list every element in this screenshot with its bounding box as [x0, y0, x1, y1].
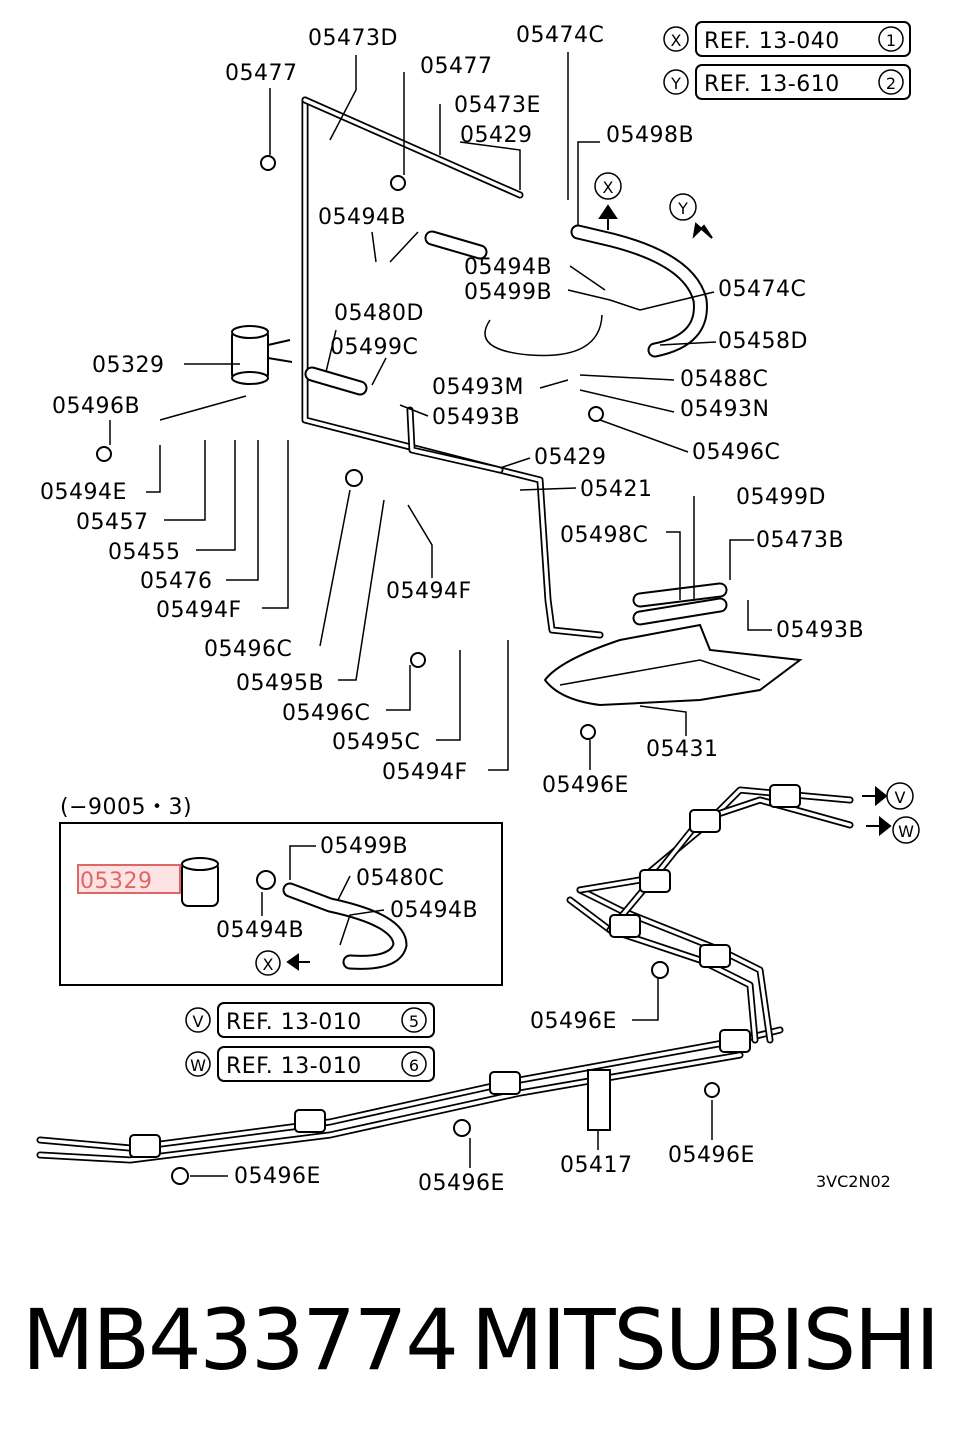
label-05499B[interactable]: 05499B: [464, 280, 552, 305]
label-05494B-inset[interactable]: 05494B: [390, 898, 478, 923]
label-05457[interactable]: 05457: [76, 510, 149, 535]
highlighted-part-number: 05329: [80, 869, 153, 894]
fuel-pipes-lower: [36, 786, 854, 1164]
label-05458D[interactable]: 05458D: [718, 329, 808, 354]
label-05473D[interactable]: 05473D: [308, 26, 398, 51]
label-05498B[interactable]: 05498B: [606, 123, 694, 148]
label-05495B[interactable]: 05495B: [236, 671, 324, 696]
label-05496E-d[interactable]: 05496E: [668, 1143, 755, 1168]
label-05499D[interactable]: 05499D: [736, 485, 826, 510]
ref-w-num: 6: [409, 1056, 419, 1075]
label-05496E-e[interactable]: 05496E: [234, 1164, 321, 1189]
label-05496C[interactable]: 05496C: [692, 440, 780, 465]
inset-box: (−9005・3) 05329 X: [59, 795, 503, 986]
label-05499C[interactable]: 05499C: [330, 335, 418, 360]
label-05429[interactable]: 05429: [460, 123, 533, 148]
ref-x-num: 1: [886, 31, 896, 50]
leader-lines: [109, 52, 772, 1177]
part-labels: 05473D 05474C 05477 05477 05473E 05429 0…: [40, 23, 891, 1196]
label-05473E[interactable]: 05473E: [454, 93, 541, 118]
label-05496E-c[interactable]: 05496E: [418, 1171, 505, 1196]
label-05494B[interactable]: 05494B: [318, 205, 406, 230]
ref-x-letter: X: [671, 31, 682, 50]
arrow-v-letter: V: [895, 788, 906, 807]
label-05476[interactable]: 05476: [140, 569, 213, 594]
arrow-x-letter: X: [603, 178, 614, 197]
label-05496C-b[interactable]: 05496C: [204, 637, 292, 662]
ref-v-text: REF. 13-010: [226, 1010, 362, 1035]
ref-x-text: REF. 13-040: [704, 29, 840, 54]
ref-box-y[interactable]: Y REF. 13-610 2: [663, 64, 911, 100]
ref-y-text: REF. 13-610: [704, 72, 840, 97]
label-05496C-c[interactable]: 05496C: [282, 701, 370, 726]
bolts: [96, 155, 720, 1185]
pipe-clamps: [129, 784, 801, 1158]
footer-brand: MITSUBISHI: [470, 1291, 940, 1389]
label-05417[interactable]: 05417: [560, 1153, 633, 1178]
label-05429-b[interactable]: 05429: [534, 445, 607, 470]
label-05494B-b[interactable]: 05494B: [464, 255, 552, 280]
ref-box-w[interactable]: W REF. 13-010 6: [185, 1046, 435, 1082]
footer-part-number: MB433774: [22, 1291, 459, 1389]
label-05455[interactable]: 05455: [108, 540, 181, 565]
label-05494B-inset-b[interactable]: 05494B: [216, 918, 304, 943]
label-05493N[interactable]: 05493N: [680, 397, 769, 422]
highlighted-part-box[interactable]: [77, 864, 181, 894]
ref-y-num: 2: [886, 74, 896, 93]
arrow-w-letter: W: [898, 822, 914, 841]
label-05477-b[interactable]: 05477: [420, 54, 493, 79]
ref-v-num: 5: [409, 1012, 419, 1031]
ref-w-text: REF. 13-010: [226, 1054, 362, 1079]
protector-plate: [543, 623, 803, 707]
label-05474C-b[interactable]: 05474C: [718, 277, 806, 302]
fuel-pipes-upper: [301, 96, 604, 639]
label-05493B[interactable]: 05493B: [432, 405, 520, 430]
label-05494F[interactable]: 05494F: [386, 579, 472, 604]
label-05494F-c[interactable]: 05494F: [382, 760, 468, 785]
label-05499B-inset[interactable]: 05499B: [320, 834, 408, 859]
label-05496E[interactable]: 05496E: [542, 773, 629, 798]
label-05473B[interactable]: 05473B: [756, 528, 844, 553]
flow-arrows: X Y V W: [594, 172, 920, 844]
ref-box-v[interactable]: V REF. 13-010 5: [185, 1002, 435, 1038]
label-05494E[interactable]: 05494E: [40, 480, 127, 505]
label-05494F-b[interactable]: 05494F: [156, 598, 242, 623]
inset-caption: (−9005・3): [60, 795, 192, 820]
arrow-y-letter: Y: [677, 199, 688, 218]
label-05493M[interactable]: 05493M: [432, 375, 524, 400]
label-05488C[interactable]: 05488C: [680, 367, 768, 392]
ref-v-letter: V: [193, 1012, 204, 1031]
label-05496B[interactable]: 05496B: [52, 394, 140, 419]
label-05431[interactable]: 05431: [646, 737, 719, 762]
label-05496E-b[interactable]: 05496E: [530, 1009, 617, 1034]
inset-arrow-x-letter: X: [263, 955, 274, 974]
label-05480D[interactable]: 05480D: [334, 301, 424, 326]
label-05421[interactable]: 05421: [580, 477, 653, 502]
label-05493B-b[interactable]: 05493B: [776, 618, 864, 643]
canister-upper[interactable]: [231, 325, 293, 385]
ref-w-letter: W: [190, 1056, 206, 1075]
ref-box-x[interactable]: X REF. 13-040 1: [663, 21, 911, 57]
footer: MB433774 MITSUBISHI: [0, 1290, 960, 1400]
label-05477[interactable]: 05477: [225, 61, 298, 86]
label-05495C[interactable]: 05495C: [332, 730, 420, 755]
ref-y-letter: Y: [670, 74, 681, 93]
drawing-code: 3VC2N02: [816, 1172, 891, 1191]
label-05480C[interactable]: 05480C: [356, 866, 444, 891]
label-05329[interactable]: 05329: [92, 353, 165, 378]
label-05498C[interactable]: 05498C: [560, 523, 648, 548]
label-05474C[interactable]: 05474C: [516, 23, 604, 48]
